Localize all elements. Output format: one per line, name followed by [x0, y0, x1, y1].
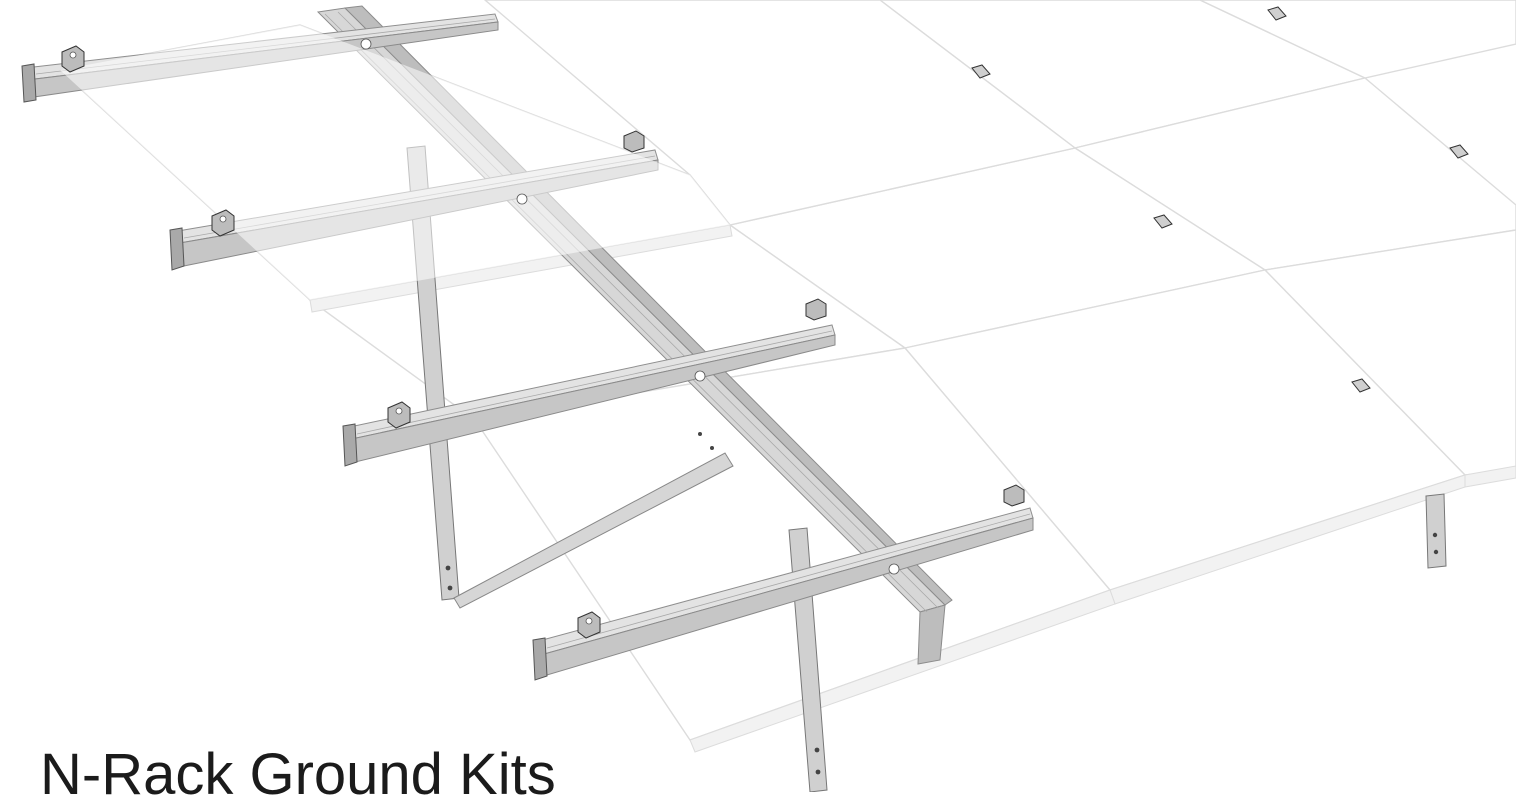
beam-connectors: [360, 38, 900, 575]
bolt-hole: [445, 565, 451, 571]
bolt-hole: [447, 585, 453, 591]
end-clamps: [61, 45, 1025, 639]
rail-groove: [356, 330, 833, 435]
panel-edge: [689, 589, 1116, 753]
mid-clamps: [971, 6, 1469, 393]
clamp-bolt: [219, 215, 227, 223]
rail-end-cap: [21, 63, 37, 103]
rail-end-cap: [342, 423, 358, 467]
cross-rail: [342, 324, 836, 467]
end-clamp: [211, 209, 235, 237]
page-title: N-Rack Ground Kits: [40, 742, 556, 807]
rail-beam-connector: [360, 38, 372, 50]
beam-side-face: [917, 604, 946, 665]
clamp-bolt: [395, 407, 403, 415]
rail-beam-connector: [516, 193, 528, 205]
mid-clamp: [1449, 144, 1469, 159]
cross-rail: [532, 507, 1034, 681]
panel-edge: [1464, 465, 1516, 488]
bolt-hole: [1432, 532, 1438, 538]
rail-beam-connector: [888, 563, 900, 575]
bolt-hole: [1433, 549, 1439, 555]
mid-clamp: [1153, 214, 1173, 229]
clamp-bolt: [69, 51, 77, 59]
solar-panel: [1199, 0, 1516, 79]
panel-glass: [60, 25, 730, 300]
end-clamp: [577, 611, 601, 639]
rail-end-cap: [169, 227, 185, 271]
bolt-hole: [815, 769, 821, 775]
bolt-hole: [814, 747, 820, 753]
mid-clamp: [971, 64, 991, 79]
end-clamp: [387, 401, 411, 429]
rail-beam-connector: [694, 370, 706, 382]
end-clamp: [623, 130, 645, 153]
clamp-bolt: [585, 617, 593, 625]
end-clamp: [805, 298, 827, 321]
rear-leg-far: [1425, 493, 1447, 569]
bolt-hole: [710, 446, 714, 450]
end-clamp: [1003, 484, 1025, 507]
bolt-hole: [698, 432, 702, 436]
panel-glass-overlay: [60, 25, 730, 300]
end-clamp: [61, 45, 85, 73]
mid-clamp: [1267, 6, 1287, 21]
solar-panel: [483, 0, 1077, 226]
rail-groove: [546, 513, 1031, 649]
diagonal-brace: [453, 452, 734, 609]
mid-clamp: [1351, 378, 1371, 393]
rail-end-cap: [532, 637, 548, 681]
